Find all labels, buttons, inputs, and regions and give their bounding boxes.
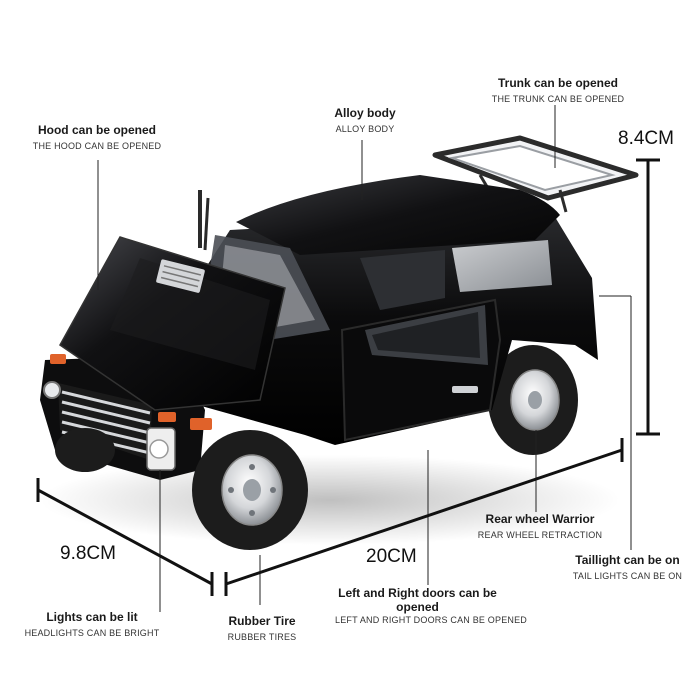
rear-wheel-callout-title: Rear wheel Warrior (485, 512, 595, 526)
lights-callout-subtitle: HEADLIGHTS CAN BE BRIGHT (24, 628, 160, 638)
height-dimension: 8.4CM (618, 128, 674, 149)
taillight-callout: Taillight can be on TAIL LIGHTS CAN BE O… (565, 553, 690, 582)
alloy-body-callout-subtitle: ALLOY BODY (335, 124, 395, 134)
front-left-tire (55, 428, 115, 472)
doors-callout: Left and Right doors can be opened LEFT … (335, 586, 528, 626)
callout-lines (97, 105, 632, 612)
hood-callout-title: Hood can be opened (37, 123, 156, 137)
rear-wheel-callout-subtitle: REAR WHEEL RETRACTION (477, 530, 603, 540)
lights-callout-title: Lights can be lit (46, 610, 138, 624)
rear-wheel-callout: Rear wheel Warrior REAR WHEEL RETRACTION (470, 512, 610, 541)
doors-callout-title: Left and Right doors can be opened (338, 586, 497, 614)
open-door (340, 298, 502, 442)
width-dimension: 9.8CM (60, 543, 116, 564)
taillight-callout-subtitle: TAIL LIGHTS CAN BE ON (572, 571, 683, 581)
hood-callout-subtitle: THE HOOD CAN BE OPENED (32, 141, 162, 151)
alloy-body-callout: Alloy body ALLOY BODY (310, 106, 420, 135)
alloy-body-callout-title: Alloy body (334, 106, 396, 120)
ground-shadow (40, 455, 620, 545)
tire-callout: Rubber Tire RUBBER TIRES (212, 614, 312, 643)
trunk-callout: Trunk can be opened THE TRUNK CAN BE OPE… (478, 76, 638, 105)
doors-callout-subtitle: LEFT AND RIGHT DOORS CAN BE OPENED (335, 615, 528, 625)
trunk-lid (432, 135, 639, 213)
hood-callout: Hood can be opened THE HOOD CAN BE OPENE… (22, 123, 172, 152)
taillight-callout-title: Taillight can be on (575, 553, 680, 567)
length-dimension: 20CM (366, 546, 417, 567)
trunk-callout-title: Trunk can be opened (497, 76, 619, 90)
lights-callout: Lights can be lit HEADLIGHTS CAN BE BRIG… (22, 610, 162, 639)
rear-wheel (488, 345, 578, 455)
tire-callout-subtitle: RUBBER TIRES (227, 632, 297, 642)
front-wheel (192, 430, 308, 550)
tire-callout-title: Rubber Tire (228, 614, 296, 628)
open-hood (59, 190, 286, 411)
trunk-callout-subtitle: THE TRUNK CAN BE OPENED (491, 94, 625, 104)
dimension-lines (36, 158, 660, 596)
